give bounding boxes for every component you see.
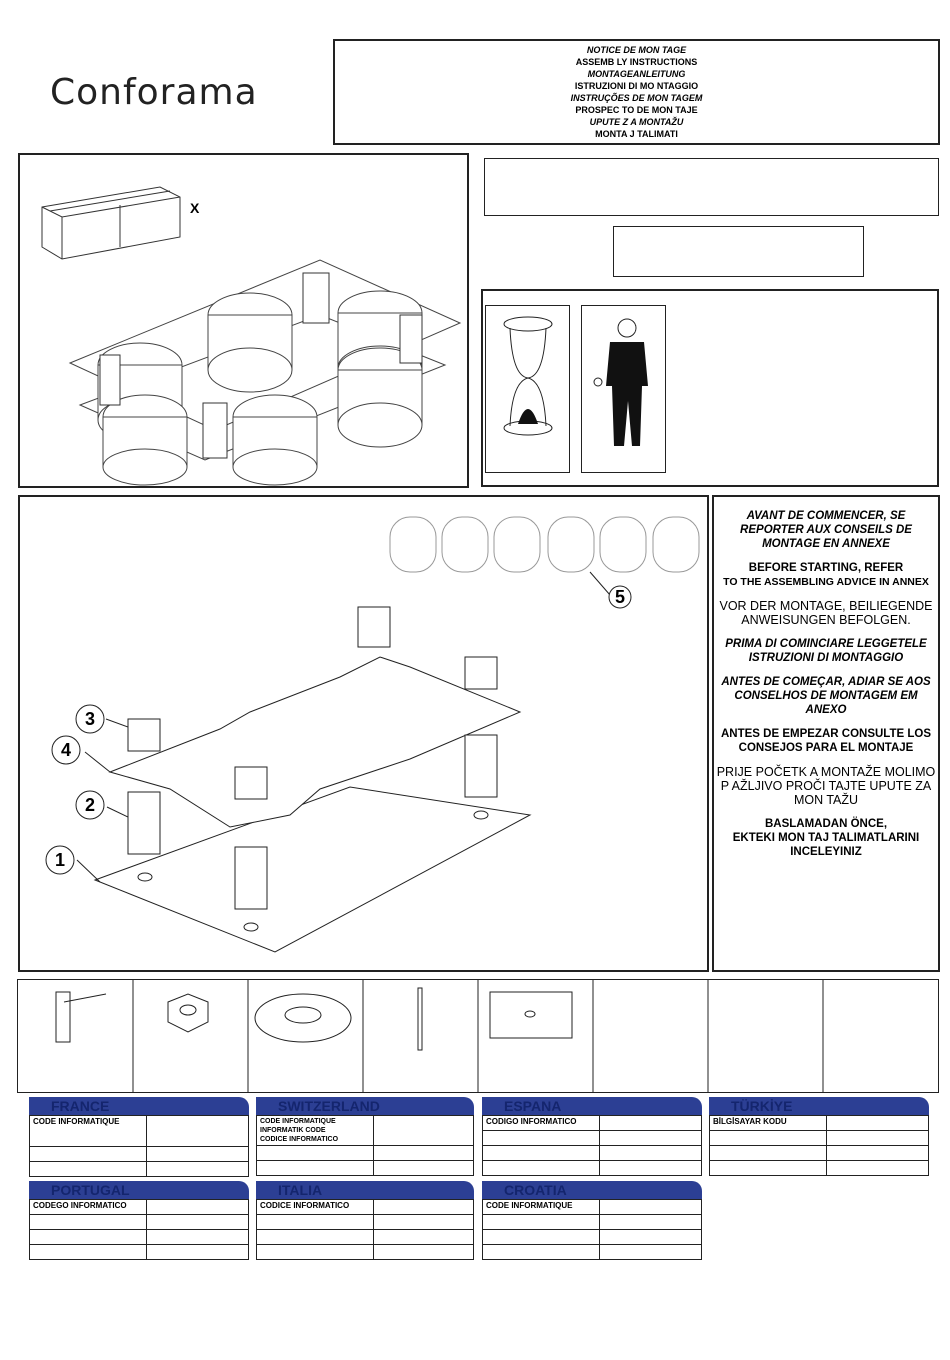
country-croatia: CROATIA CODE INFORMATIQUE	[482, 1181, 702, 1260]
washer-icon	[254, 993, 352, 1043]
title-en: ASSEMB LY INSTRUCTIONS	[575, 57, 698, 67]
package-icon	[41, 186, 181, 260]
country-name: TÜRKİYE	[709, 1097, 929, 1115]
advice-pt: ANTES DE COMEÇAR, ADIAR SE AOS CONSELHOS…	[721, 676, 931, 716]
title-es: PROSPEC TO DE MON TAJE	[575, 105, 698, 115]
product-panel: X	[18, 153, 469, 488]
assembly-info-panel	[481, 289, 939, 487]
pad-icon	[489, 991, 573, 1039]
instructions-title-box: NOTICE DE MON TAGE ASSEMB LY INSTRUCTION…	[333, 39, 940, 145]
advice-hr: PRIJE POČETK A MONTAŽE MOLIMO P AŽLJIVO …	[716, 765, 936, 807]
callout-4: 4	[61, 740, 71, 760]
title-fr: NOTICE DE MON TAGE	[586, 45, 687, 55]
rod-icon	[417, 987, 423, 1051]
worker-icon	[593, 318, 648, 446]
nut-icon	[167, 993, 209, 1033]
callout-5: 5	[615, 587, 625, 607]
country-turkiye: TÜRKİYE BİLGİSAYAR KODU	[709, 1097, 929, 1176]
advice-panel: AVANT DE COMMENCER, SE REPORTER AUX CONS…	[712, 495, 940, 972]
drum-part-group	[389, 516, 700, 573]
reference-box	[484, 158, 939, 216]
code-label: BİLGİSAYAR KODU	[709, 1115, 827, 1131]
advice-tr-1: BASLAMADAN ÖNCE,	[764, 818, 888, 830]
hourglass-panel	[485, 305, 570, 473]
brand-logo: Conforama	[50, 72, 258, 113]
code-label: CODE INFORMATIQUE	[482, 1199, 600, 1215]
drum-stools	[97, 290, 423, 486]
country-name: PORTUGAL	[29, 1181, 249, 1199]
country-name: FRANCE	[29, 1097, 249, 1115]
code-label: CODEGO INFORMATICO	[29, 1199, 147, 1215]
country-name: ITALIA	[256, 1181, 474, 1199]
package-multiplier: X	[190, 200, 200, 216]
callout-2: 2	[85, 795, 95, 815]
foot-pads	[137, 810, 489, 932]
code-label: CODIGO INFORMATICO	[482, 1115, 600, 1131]
code-label: INFORMATIK CODE	[260, 1127, 326, 1134]
hardware-parts	[55, 980, 824, 1092]
middle-shelf	[108, 656, 522, 828]
title-hr: UPUTE Z A MONTAŽU	[589, 117, 684, 127]
title-pt: INSTRUÇÕES DE MON TAGEM	[570, 93, 703, 103]
title-it: ISTRUZIONI DI MO NTAGGIO	[574, 81, 699, 91]
country-espana: ESPANA CODIGO INFORMATICO	[482, 1097, 702, 1176]
code-box	[613, 226, 864, 277]
country-switzerland: SWITZERLAND CODE INFORMATIQUE INFORMATIK…	[256, 1097, 474, 1176]
bolt-icon	[55, 991, 107, 1043]
country-name: CROATIA	[482, 1181, 702, 1199]
callout-1: 1	[55, 850, 65, 870]
hourglass-icon	[503, 316, 553, 436]
advice-fr: AVANT DE COMMENCER, SE REPORTER AUX CONS…	[740, 510, 912, 550]
advice-en-1: BEFORE STARTING, REFER	[748, 562, 904, 574]
callout-3: 3	[85, 709, 95, 729]
advice-en-2: TO THE ASSEMBLING ADVICE IN ANNEX	[723, 576, 929, 588]
code-label: CODICE INFORMATICO	[260, 1136, 339, 1143]
advice-es: ANTES DE EMPEZAR CONSULTE LOS CONSEJOS P…	[721, 728, 931, 754]
title-tr: MONTA J TALIMATI	[595, 129, 678, 139]
country-italia: ITALIA CODICE INFORMATICO	[256, 1181, 474, 1260]
title-de: MONTAGEANLEITUNG	[587, 69, 686, 79]
callouts	[45, 704, 129, 883]
product-illustration: X	[41, 186, 462, 486]
advice-de: VOR DER MONTAGE, BEILIEGENDE ANWEISUNGEN…	[719, 599, 933, 627]
country-name: ESPANA	[482, 1097, 702, 1115]
worker-panel	[581, 305, 666, 473]
exploded-diagram-panel: 5 1 2 3	[18, 495, 709, 972]
table-legs	[99, 272, 423, 459]
country-france: FRANCE CODE INFORMATIQUE	[29, 1097, 249, 1177]
code-label: CODICE INFORMATICO	[256, 1199, 374, 1215]
hardware-strip	[17, 979, 939, 1093]
advice-it: PRIMA DI COMINCIARE LEGGETELE ISTRUZIONI…	[725, 638, 927, 664]
exploded-diagram: 5 1 2 3	[45, 516, 700, 953]
code-label: CODE INFORMATIQUE	[260, 1118, 336, 1125]
country-portugal: PORTUGAL CODEGO INFORMATICO	[29, 1181, 249, 1260]
code-label: CODE INFORMATIQUE	[29, 1115, 147, 1147]
legs	[127, 606, 498, 910]
country-name: SWITZERLAND	[256, 1097, 474, 1115]
advice-tr-2: EKTEKI MON TAJ TALIMATLARINI INCELEYINIZ	[732, 832, 920, 858]
